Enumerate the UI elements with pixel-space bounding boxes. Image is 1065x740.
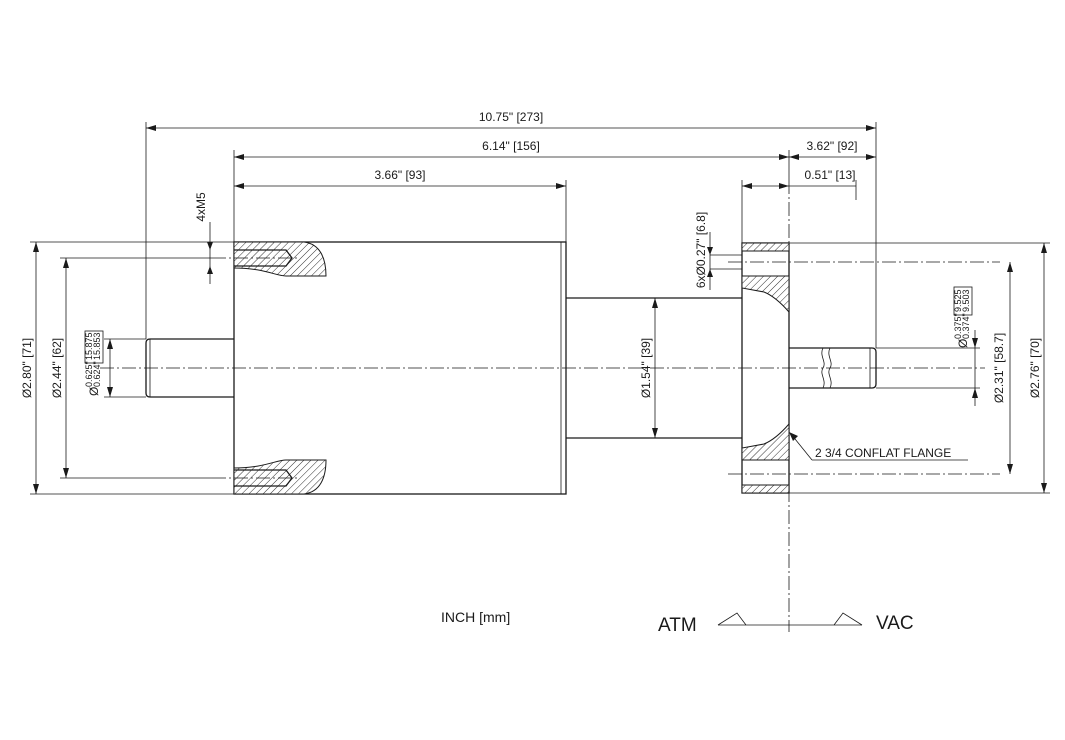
svg-text:0.375": 0.375" [953, 313, 963, 339]
vac-shaft [789, 347, 877, 389]
svg-text:Ø: Ø [956, 339, 970, 348]
svg-text:15.853: 15.853 [92, 332, 102, 360]
dim-vac-shaft-tolerance: Ø 0.375" 0.374" 9.525 9.503 [953, 286, 973, 348]
dim-housing-length: 3.66" [93] [375, 168, 426, 182]
svg-text:15.875: 15.875 [84, 332, 94, 360]
flange-label: 2 3/4 CONFLAT FLANGE [815, 446, 951, 460]
dim-vac-shaft-length: 3.62" [92] [807, 139, 858, 153]
dim-overall-length: 10.75" [273] [479, 110, 543, 124]
svg-text:9.503: 9.503 [961, 289, 971, 312]
flange-section-bottom [741, 422, 790, 461]
dim-atm-shaft-tolerance: Ø 0.625" 0.624" 15.875 15.853 [84, 330, 104, 396]
atm-shaft [145, 338, 234, 398]
vac-label: VAC [876, 613, 914, 634]
svg-text:9.525: 9.525 [953, 289, 963, 312]
dim-tapped-holes: 4xM5 [194, 192, 208, 222]
svg-text:Ø: Ø [87, 387, 101, 396]
units-label: INCH [mm] [441, 609, 510, 625]
dim-flange-od: Ø2.76" [70] [1028, 338, 1042, 398]
atm-vac-indicator: ATM VAC [658, 612, 914, 636]
svg-text:0.374": 0.374" [961, 313, 971, 339]
dim-housing-od: Ø2.80" [71] [20, 338, 34, 398]
dim-flange-thickness: 0.51" [13] [805, 168, 856, 182]
tapped-hole-section-bottom [233, 459, 327, 495]
dim-bolt-circle: Ø2.44" [62] [50, 338, 64, 398]
tapped-hole-section-top [233, 241, 327, 277]
dimension-labels: 10.75" [273] 6.14" [156] 3.62" [92] 3.66… [20, 110, 1042, 625]
extension-lines [30, 122, 1050, 495]
dimension-lines [33, 125, 1047, 494]
dim-neck-diameter: Ø1.54" [39] [639, 338, 653, 398]
dim-flange-bolt-circle: Ø2.31" [58.7] [992, 333, 1006, 403]
svg-text:0.624": 0.624" [92, 361, 102, 387]
part-geometry [100, 180, 1000, 632]
housing-body [233, 241, 567, 495]
atm-label: ATM [658, 615, 697, 636]
vac-shaft-break [821, 347, 832, 389]
flange-section-top [741, 275, 790, 314]
svg-text:0.625": 0.625" [84, 361, 94, 387]
dim-flange-holes: 6xØ0.27" [6.8] [694, 212, 708, 288]
dim-body-to-flange: 6.14" [156] [482, 139, 540, 153]
